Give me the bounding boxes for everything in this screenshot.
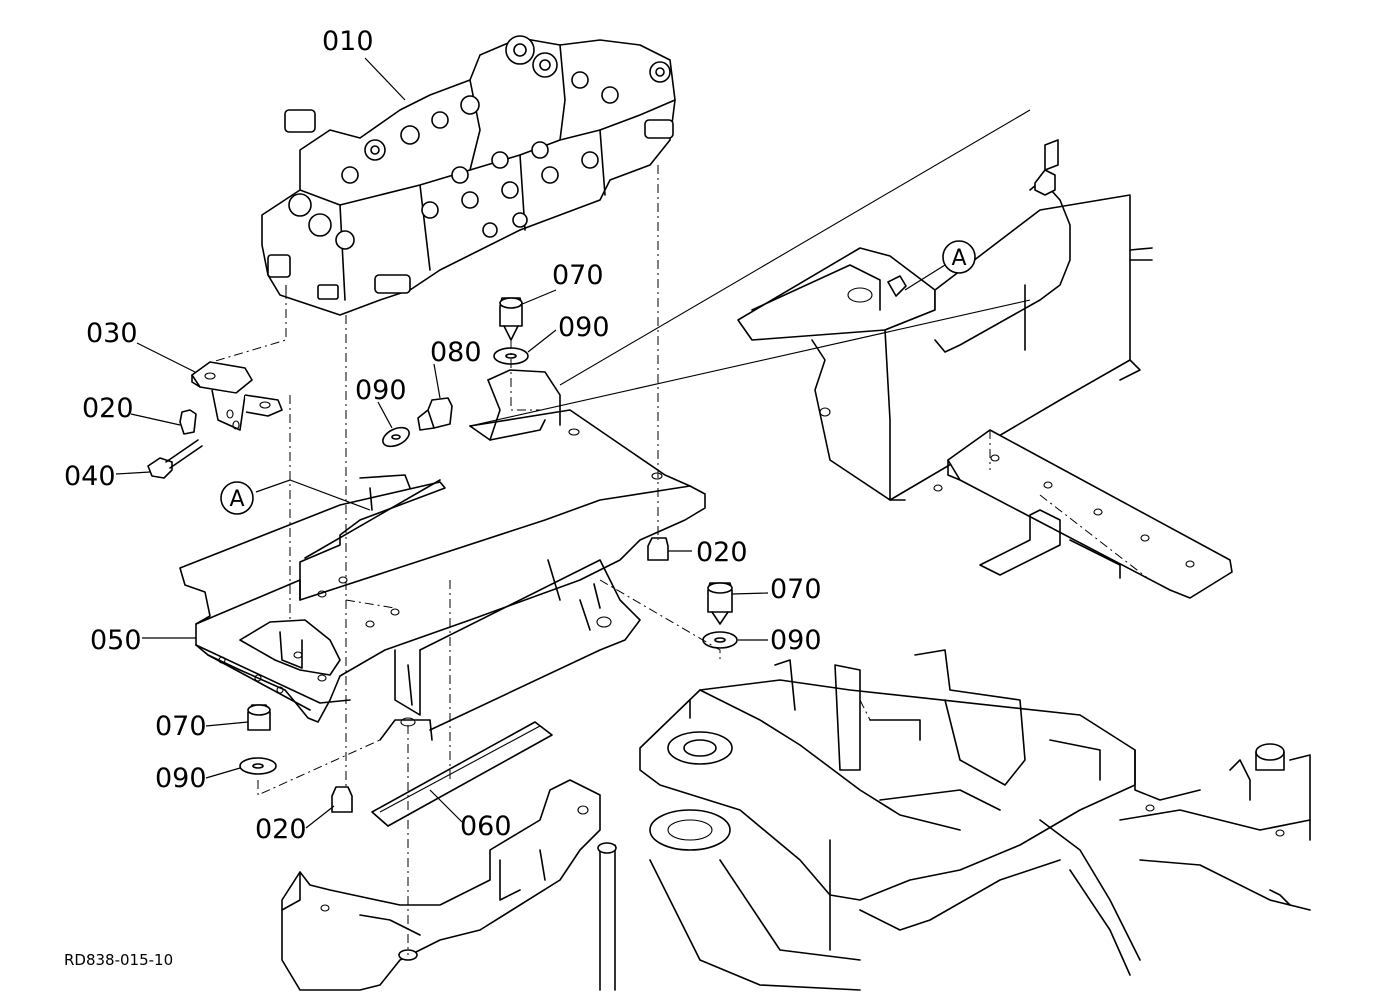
- rubber-strip: [371, 721, 553, 827]
- label-010: 010: [322, 26, 374, 57]
- hex-nut-020c: [647, 537, 669, 561]
- lower-frame: [597, 649, 1311, 991]
- label-090a: 090: [155, 763, 207, 794]
- cross-bracket: [947, 429, 1233, 599]
- svg-text:A: A: [951, 246, 966, 271]
- label-050: 050: [90, 625, 142, 656]
- label-080: 080: [430, 337, 482, 368]
- phantom-lines: [211, 109, 1151, 955]
- label-020b: 020: [255, 814, 307, 845]
- reference-code: RD838-015-10: [64, 951, 173, 969]
- detail-marker-left: A: [220, 481, 254, 515]
- fitting-080: [417, 397, 453, 431]
- washer-090d: [702, 631, 738, 649]
- housing-panel: [737, 139, 1153, 501]
- label-030: 030: [86, 318, 138, 349]
- label-090b: 090: [558, 312, 610, 343]
- control-valve-assembly: [261, 35, 676, 316]
- detail-marker-right: A: [942, 240, 976, 274]
- hex-nut-020a: [179, 409, 197, 435]
- label-060: 060: [460, 811, 512, 842]
- callout-leaders: [115, 57, 946, 829]
- label-090c: 090: [355, 375, 407, 406]
- label-020a: 020: [82, 393, 134, 424]
- svg-text:A: A: [229, 487, 244, 512]
- washer-090a: [239, 757, 277, 775]
- label-070c: 070: [770, 574, 822, 605]
- label-020c: 020: [696, 537, 748, 568]
- label-090d: 090: [770, 625, 822, 656]
- bolt-040: [147, 439, 203, 479]
- hex-nut-020b: [331, 786, 353, 813]
- lower-left-frame: [281, 779, 601, 991]
- label-040: 040: [64, 461, 116, 492]
- label-070b: 070: [552, 260, 604, 291]
- valve-bracket: [191, 361, 283, 431]
- mount-070a: [247, 704, 271, 731]
- washer-090c: [382, 426, 410, 448]
- mount-070c: [707, 582, 733, 625]
- frame-plate: [179, 369, 706, 741]
- part-labels: 010 030 020 040 050 070 090 020 060 070 …: [64, 26, 822, 845]
- label-070a: 070: [155, 711, 207, 742]
- mount-070b: [499, 297, 523, 341]
